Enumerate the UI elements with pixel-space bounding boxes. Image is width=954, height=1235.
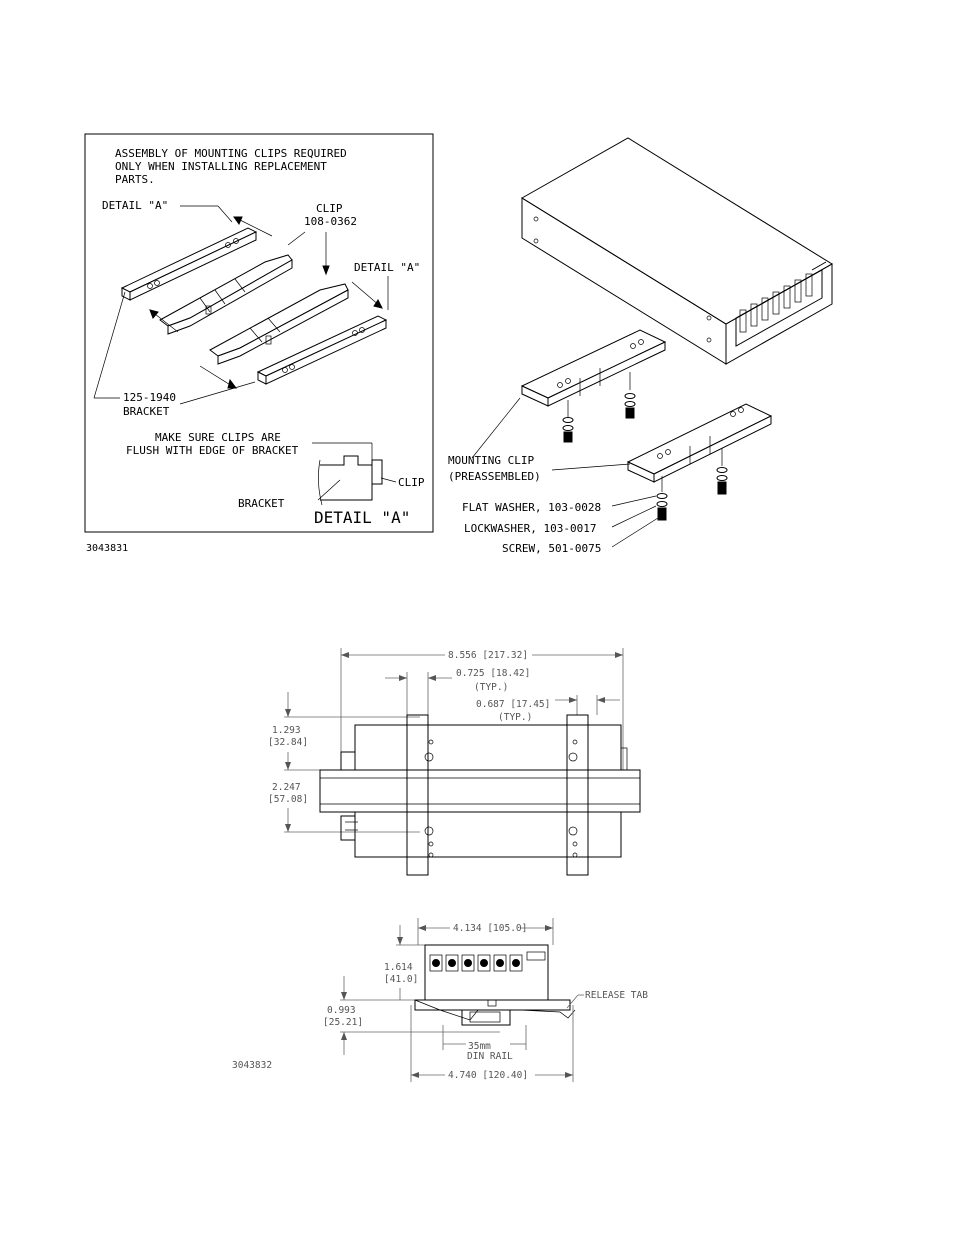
rail-height-mm: [57.08] [268,794,308,805]
bracket-width-dim: 0.725 [18.42] [456,668,530,679]
hardware-stack-upper [562,393,636,443]
top-view: 8.556 [217.32] 0.725 [18.42] (TYP.) 0.68… [268,648,641,876]
end-view: 4.134 [105.0] 1.614 [41.0] 0.993 [25.21] [323,918,648,1082]
screw-label: SCREW, 501-0075 [502,542,601,555]
detail-a-sketch [317,455,397,506]
din-rail-size: 35mm [468,1041,491,1052]
clip-label: CLIP [316,202,343,215]
overall-width-dim: 8.556 [217.32] [448,650,528,661]
hardware-stack-lower [656,467,728,521]
bracket-part-number: 125-1940 [123,391,176,404]
upper-height-mm: [32.84] [268,737,308,748]
end-view-body-width: 4.134 [105.0] [453,923,527,934]
mounting-clip-upper [520,329,667,418]
gap-typ-label: (TYP.) [498,712,532,723]
end-view-height-mm: [41.0] [384,974,418,985]
mounting-clip-label: MOUNTING CLIP [448,454,534,467]
enclosure-isometric [521,137,833,365]
figure-1-id: 3043831 [86,543,128,554]
flush-note-line-2: FLUSH WITH EDGE OF BRACKET [126,444,299,457]
bracket-typ-label: (TYP.) [474,682,508,693]
bracket-label: BRACKET [123,405,170,418]
preassembled-label: (PREASSEMBLED) [448,470,541,483]
assembly-note-line-1: ASSEMBLY OF MOUNTING CLIPS REQUIRED [115,147,347,160]
rail-offset-in: 0.993 [327,1005,356,1016]
assembly-note-line-3: PARTS. [115,173,155,186]
lockwasher-label: LOCKWASHER, 103-0017 [464,522,596,535]
flush-note-line-1: MAKE SURE CLIPS ARE [155,431,281,444]
figure-2-id: 3043832 [232,1060,272,1071]
upper-height-in: 1.293 [272,725,301,736]
assembly-note-line-2: ONLY WHEN INSTALLING REPLACEMENT [115,160,327,173]
rail-height-in: 2.247 [272,782,301,793]
detail-bracket-label: BRACKET [238,497,285,510]
release-tab-label: RELEASE TAB [585,990,648,1001]
flat-washer-label: FLAT WASHER, 103-0028 [462,501,601,514]
detail-box: ASSEMBLY OF MOUNTING CLIPS REQUIRED ONLY… [84,133,434,533]
rail-offset-mm: [25.21] [323,1017,363,1028]
detail-a-left-label: DETAIL "A" [102,199,168,212]
clip-part-number: 108-0362 [304,215,357,228]
end-view-overall-width: 4.740 [120.40] [448,1070,528,1081]
gap-width-dim: 0.687 [17.45] [476,699,550,710]
mounting-clip-lower [626,403,773,492]
detail-a-title: DETAIL "A" [314,508,410,527]
exploded-brackets [120,216,388,389]
end-view-height-in: 1.614 [384,962,413,973]
din-rail-label: DIN RAIL [467,1051,513,1062]
detail-clip-label: CLIP [398,476,425,489]
detail-a-right-label: DETAIL "A" [354,261,420,274]
